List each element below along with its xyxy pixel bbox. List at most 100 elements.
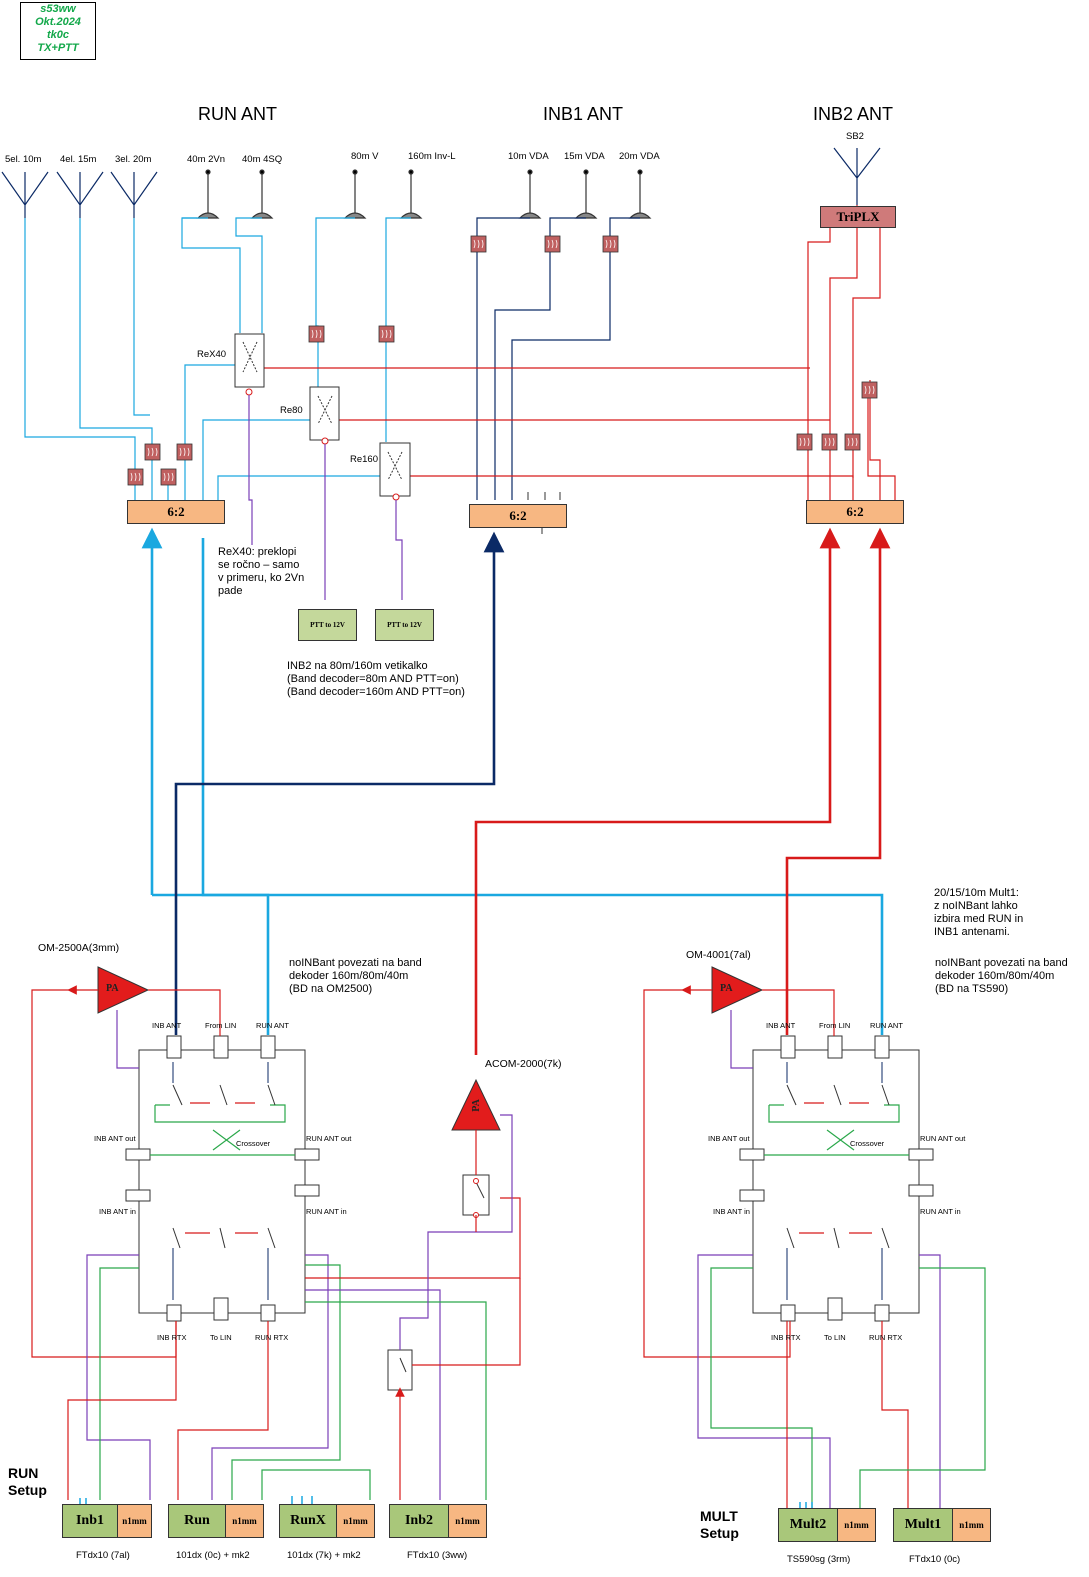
- acom-relay: [387, 1174, 490, 1391]
- ptt-to-12v-160m: PTT to 12V: [375, 609, 434, 641]
- mult-run-rtx-label: RUN RTX: [869, 1333, 903, 1342]
- run-run-ant-out-label: RUN ANT out: [306, 1134, 352, 1143]
- run-run-ant-in-label: RUN ANT in: [306, 1207, 347, 1216]
- ptt-control-lines: [248, 395, 403, 600]
- run-ant-heading: RUN ANT: [198, 104, 278, 124]
- om2500-label: OM-2500A(3mm): [38, 942, 120, 954]
- mult-pa-label: PA: [720, 983, 733, 994]
- mult-stack-switch: [739, 1035, 934, 1322]
- stamp-line-2: Okt.2024: [35, 16, 81, 28]
- radio-caption: FTdx10 (7al): [76, 1550, 130, 1561]
- mult1-note: 20/15/10m Mult1: z noINBant lahko izbira…: [934, 887, 1024, 938]
- rex40-note: ReX40: preklopi se ročno – samo v primer…: [218, 546, 305, 597]
- trunk-lines: [141, 527, 891, 1055]
- radio-caption: 101dx (7k) + mk2: [287, 1550, 361, 1561]
- radio-caption: FTdx10 (3ww): [407, 1550, 468, 1561]
- acom2000-label: ACOM-2000(7k): [485, 1058, 562, 1070]
- inb2-ant-feeds: [262, 205, 896, 500]
- radio-inb2: Inb2 n1mm: [389, 1504, 487, 1538]
- mult-inb-rtx-label: INB RTX: [771, 1333, 801, 1342]
- logger-name: n1mm: [336, 1505, 374, 1537]
- antenna-20m-vda: 20m VDA: [619, 151, 660, 162]
- revision-stamp: s53ww Okt.2024 tk0c TX+PTT: [20, 2, 96, 60]
- run-panel-blue: [172, 1062, 269, 1300]
- mult-panel-green: [764, 1104, 909, 1156]
- radio-run: Run n1mm: [168, 1504, 264, 1538]
- run-run-rtx-label: RUN RTX: [255, 1333, 289, 1342]
- run-setup-label: RUN Setup: [8, 1465, 47, 1498]
- rex40-switch: [234, 333, 265, 396]
- radio-name: Run: [169, 1505, 225, 1537]
- radio-caption: FTdx10 (0c): [909, 1554, 961, 1565]
- antenna-40m-2vn: 40m 2Vn: [187, 154, 226, 165]
- inb2-6-2-switch: 6:2: [806, 500, 904, 524]
- inb1-6-2-switch: 6:2: [469, 504, 567, 528]
- acom-wiring: [395, 1114, 521, 1500]
- logger-name: n1mm: [225, 1505, 263, 1537]
- radio-caption: TS590sg (3rm): [787, 1554, 851, 1565]
- radio-ticks: [79, 1496, 813, 1510]
- ptt-to-12v-80m: PTT to 12V: [298, 609, 357, 641]
- mult-run-ant-label: RUN ANT: [870, 1021, 903, 1030]
- vertical-antennas: [196, 169, 652, 219]
- run-run-ant-label: RUN ANT: [256, 1021, 289, 1030]
- radio-name: Inb1: [63, 1505, 117, 1537]
- acom-pa-label: PA: [470, 1099, 482, 1112]
- mult-inb-ant-label: INB ANT: [766, 1021, 796, 1030]
- radio-mult1: Mult1 n1mm: [893, 1508, 991, 1542]
- antenna-sb2: SB2: [846, 131, 864, 142]
- radio-caption: 101dx (0c) + mk2: [176, 1550, 250, 1561]
- mult-crossover-label: Crossover: [850, 1139, 885, 1148]
- run-from-lin-label: From LIN: [205, 1021, 237, 1030]
- re80-switch: [309, 386, 340, 445]
- run-to-lin-label: To LIN: [210, 1333, 232, 1342]
- antenna-4el-15m: 4el. 15m: [60, 154, 97, 165]
- rex40-label: ReX40: [197, 349, 227, 360]
- mult-to-lin-label: To LIN: [824, 1333, 846, 1342]
- antenna-5el-10m: 5el. 10m: [5, 154, 42, 165]
- run-panel-red: [185, 1102, 258, 1234]
- run-6-2-switch: 6:2: [127, 500, 225, 524]
- inb1-ant-heading: INB1 ANT: [543, 104, 624, 124]
- antenna-3el-20m: 3el. 20m: [115, 154, 152, 165]
- radio-runx: RunX n1mm: [279, 1504, 375, 1538]
- run-band-decoder-note: noINBant povezati na band dekoder 160m/8…: [289, 957, 422, 995]
- radio-inb1: Inb1 n1mm: [62, 1504, 152, 1538]
- antenna-80m-v: 80m V: [351, 151, 379, 162]
- logger-name: n1mm: [448, 1505, 486, 1537]
- radio-name: RunX: [280, 1505, 336, 1537]
- run-panel-switches: [172, 1084, 276, 1249]
- mult-run-ant-out-label: RUN ANT out: [920, 1134, 966, 1143]
- yagi-antennas: [1, 147, 881, 218]
- run-inb-ant-label: INB ANT: [152, 1021, 182, 1030]
- mult-inb-ant-in-label: INB ANT in: [713, 1207, 750, 1216]
- radio-name: Inb2: [390, 1505, 448, 1537]
- antenna-10m-vda: 10m VDA: [508, 151, 549, 162]
- run-inb-ant-in-label: INB ANT in: [99, 1207, 136, 1216]
- run-pa-label: PA: [106, 983, 119, 994]
- re80-label: Re80: [280, 405, 303, 416]
- antenna-40m-4sq: 40m 4SQ: [242, 154, 283, 165]
- logger-name: n1mm: [117, 1505, 151, 1537]
- inb1-unused-ports: [527, 492, 561, 534]
- re160-label: Re160: [350, 454, 378, 465]
- mult-from-lin-label: From LIN: [819, 1021, 851, 1030]
- mult-panel-switches: [786, 1084, 890, 1249]
- mult-setup-label: MULT Setup: [700, 1508, 739, 1541]
- mult-panel-red: [799, 1102, 872, 1234]
- inb2-ant-heading: INB2 ANT: [813, 104, 894, 124]
- run-wiring: [31, 985, 521, 1500]
- triplexer: TriPLX: [820, 206, 896, 228]
- mult-run-ant-in-label: RUN ANT in: [920, 1207, 961, 1216]
- mult-panel-blue: [786, 1062, 883, 1300]
- run-stack-switch: [125, 1035, 320, 1322]
- logger-name: n1mm: [837, 1509, 875, 1541]
- radio-name: Mult2: [779, 1509, 837, 1541]
- run-panel-green: [150, 1104, 295, 1156]
- run-inb-ant-out-label: INB ANT out: [94, 1134, 136, 1143]
- radio-name: Mult1: [894, 1509, 952, 1541]
- stamp-line-4: TX+PTT: [37, 42, 79, 54]
- run-crossover-label: Crossover: [236, 1139, 271, 1148]
- inb2-band-note: INB2 na 80m/160m vetikalko (Band decoder…: [287, 660, 465, 698]
